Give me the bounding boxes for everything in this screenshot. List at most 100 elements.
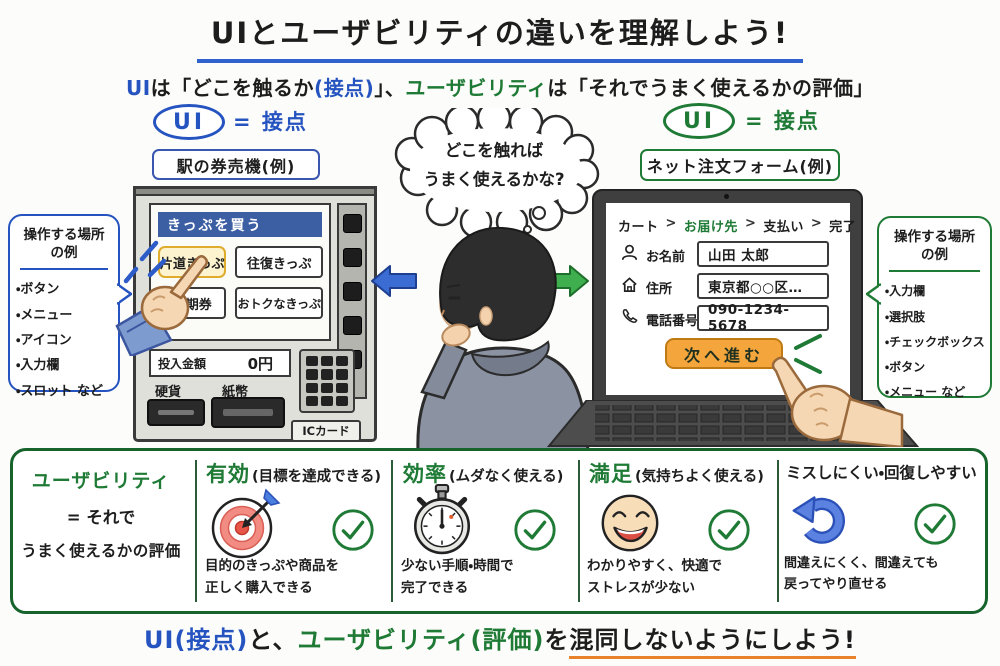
breadcrumb-cart[interactable]: カート (618, 220, 659, 235)
list-item: ・入力欄 (16, 358, 60, 374)
ui-badge-left: UI (153, 104, 225, 140)
usability-definition: ユーザビリティ = それで うまく使えるかの評価 (14, 466, 188, 561)
criterion-effective-header: 有効 (目標を達成できる) (206, 462, 381, 486)
laptop-camera-icon (724, 194, 729, 199)
list-item: ・アイコン (16, 333, 72, 349)
address-field-label: 住所 (646, 282, 673, 297)
list-item: ・入力欄 (885, 284, 926, 299)
breadcrumb-shipping[interactable]: お届け先 (683, 220, 738, 235)
panel-divider (391, 460, 393, 602)
breadcrumb-payment[interactable]: 支払い (763, 220, 804, 235)
criterion-satisfaction-desc: わかりやすく、快適で ストレスが少ない (587, 558, 722, 596)
stopwatch-icon (413, 484, 471, 555)
check-icon (914, 503, 956, 545)
criterion-error-tolerance-desc: 間違えにくく、間違えても 戻ってやり直せる (784, 556, 939, 592)
phone-icon (622, 309, 638, 323)
subtitle-contact: (接点) (314, 76, 375, 100)
panel-divider (578, 460, 580, 602)
subtitle-usability: ユーザビリティ (405, 76, 548, 100)
phone-input[interactable]: 090-1234-5678 (697, 302, 829, 334)
round-trip-ticket-button[interactable]: 往復きっぷ (235, 246, 324, 278)
ticket-machine-top-bezel (133, 186, 377, 196)
breadcrumb: カート > お届け先 > 支払い > 完了 (618, 216, 856, 235)
undo-icon (792, 496, 845, 544)
ticket-machine-screen: きっぷを買う 片道きっぷ 往復きっぷ 定期券 おトクなきっぷ (149, 203, 331, 341)
coin-slot[interactable] (147, 399, 205, 426)
thought-bubble (394, 108, 600, 238)
footer-message: UI(接点)と、ユーザビリティ(評価)を混同しないようにしよう! (0, 620, 1000, 659)
criterion-efficient-desc: 少ない手順・時間で 完了できる (401, 558, 514, 596)
thought-text: どこを触れば うまく使えるかな? (423, 141, 565, 189)
footer-particle: を (544, 626, 570, 654)
machine-screen-title: きっぷを買う (158, 212, 322, 237)
discount-ticket-button[interactable]: おトクなきっぷ (235, 287, 324, 319)
pointing-hand-icon (115, 255, 208, 356)
footer-usability-part: ユーザビリティ(評価) (297, 626, 545, 654)
home-icon (622, 277, 637, 293)
physical-button[interactable] (342, 214, 362, 233)
smile-icon (601, 494, 659, 552)
machine-physical-buttons (337, 203, 367, 399)
ui-equals-right: = 接点 (745, 109, 820, 133)
target-icon (211, 488, 281, 559)
bill-slot[interactable] (211, 397, 285, 428)
check-icon (708, 509, 750, 551)
list-item: ・メニュー など (885, 385, 966, 400)
thinking-person-illustration (416, 226, 590, 452)
machine-keypad[interactable] (299, 349, 355, 413)
usability-def-line: うまく使えるかの評価 (21, 542, 181, 560)
right-bubble-divider (889, 270, 980, 273)
ic-card-reader[interactable]: ICカード (291, 420, 361, 442)
left-bubble-divider (20, 268, 108, 271)
usability-panel (10, 448, 988, 614)
subtitle: UIは「どこを触るか(接点)」、ユーザビリティは「それでうまく使えるかの評価」 (0, 72, 1000, 101)
right-bubble-operation-spots: 操作する場所の例 ・入力欄 ・選択肢 ・チェックボックス ・ボタン ・メニュー … (877, 216, 992, 399)
example-label-ticket-machine: 駅の券売機(例) (152, 149, 320, 180)
subtitle-ui: UI (125, 76, 151, 100)
left-bubble-tail (117, 282, 132, 306)
thought-dot (532, 206, 546, 220)
breadcrumb-complete[interactable]: 完了 (829, 220, 857, 235)
subtitle-text-3: は「それでうまく使えるかの評価」 (547, 76, 875, 100)
left-bubble-operation-spots: 操作する場所の例 ・ボタン ・メニュー ・アイコン ・入力欄 ・スロット など (8, 214, 120, 399)
name-field-label: お名前 (646, 250, 686, 265)
example-label-order-form: ネット注文フォーム(例) (640, 149, 840, 181)
ui-equals-left: = 接点 (233, 110, 308, 134)
list-item: ・選択肢 (885, 309, 926, 324)
criterion-error-tolerance-header: ミスしにくい・回復しやすい (786, 464, 977, 482)
subtitle-text-2: 」、 (374, 76, 406, 100)
coin-label: 硬貨 (155, 385, 182, 400)
breadcrumb-separator: > (810, 216, 823, 231)
next-step-button[interactable]: 次へ進む (665, 338, 783, 369)
physical-button[interactable] (342, 282, 362, 301)
ui-badge-right: UI (663, 103, 735, 139)
panel-divider (777, 460, 779, 602)
tap-emphasis-marks-green (794, 334, 822, 374)
criterion-efficient-header: 効率 (ムダなく使える) (403, 462, 564, 486)
right-bubble-tail (866, 282, 881, 306)
footer-ui-part: UI(接点) (144, 626, 249, 654)
list-item: ・スロット など (16, 383, 103, 399)
list-item: ・ボタン (16, 282, 60, 298)
breadcrumb-separator: > (744, 216, 757, 231)
page-title: UIとユーザビリティの違いを理解しよう! (196, 10, 804, 63)
address-input[interactable]: 東京都○○区… (697, 273, 829, 299)
breadcrumb-separator: > (665, 216, 677, 231)
physical-button[interactable] (342, 316, 362, 335)
user-icon (621, 244, 638, 261)
arrow-left-blue-icon (371, 265, 417, 297)
panel-divider (195, 460, 197, 602)
tap-emphasis-marks-blue (123, 240, 167, 284)
list-item: ・メニュー (16, 307, 73, 323)
check-icon (332, 509, 374, 551)
list-item: ・チェックボックス (885, 334, 985, 349)
pointing-hand-icon (771, 356, 904, 447)
criterion-satisfaction-header: 満足 (気持ちよく使える) (589, 462, 764, 486)
subtitle-text-1: は「どこを触るか (150, 76, 315, 100)
criterion-effective-desc: 目的のきっぷや商品を 正しく購入できる (205, 558, 340, 596)
usability-word: ユーザビリティ (31, 470, 171, 492)
right-bubble-title: 操作する場所の例 (894, 229, 975, 264)
name-input[interactable]: 山田 太郎 (697, 241, 829, 267)
physical-button[interactable] (342, 248, 362, 267)
